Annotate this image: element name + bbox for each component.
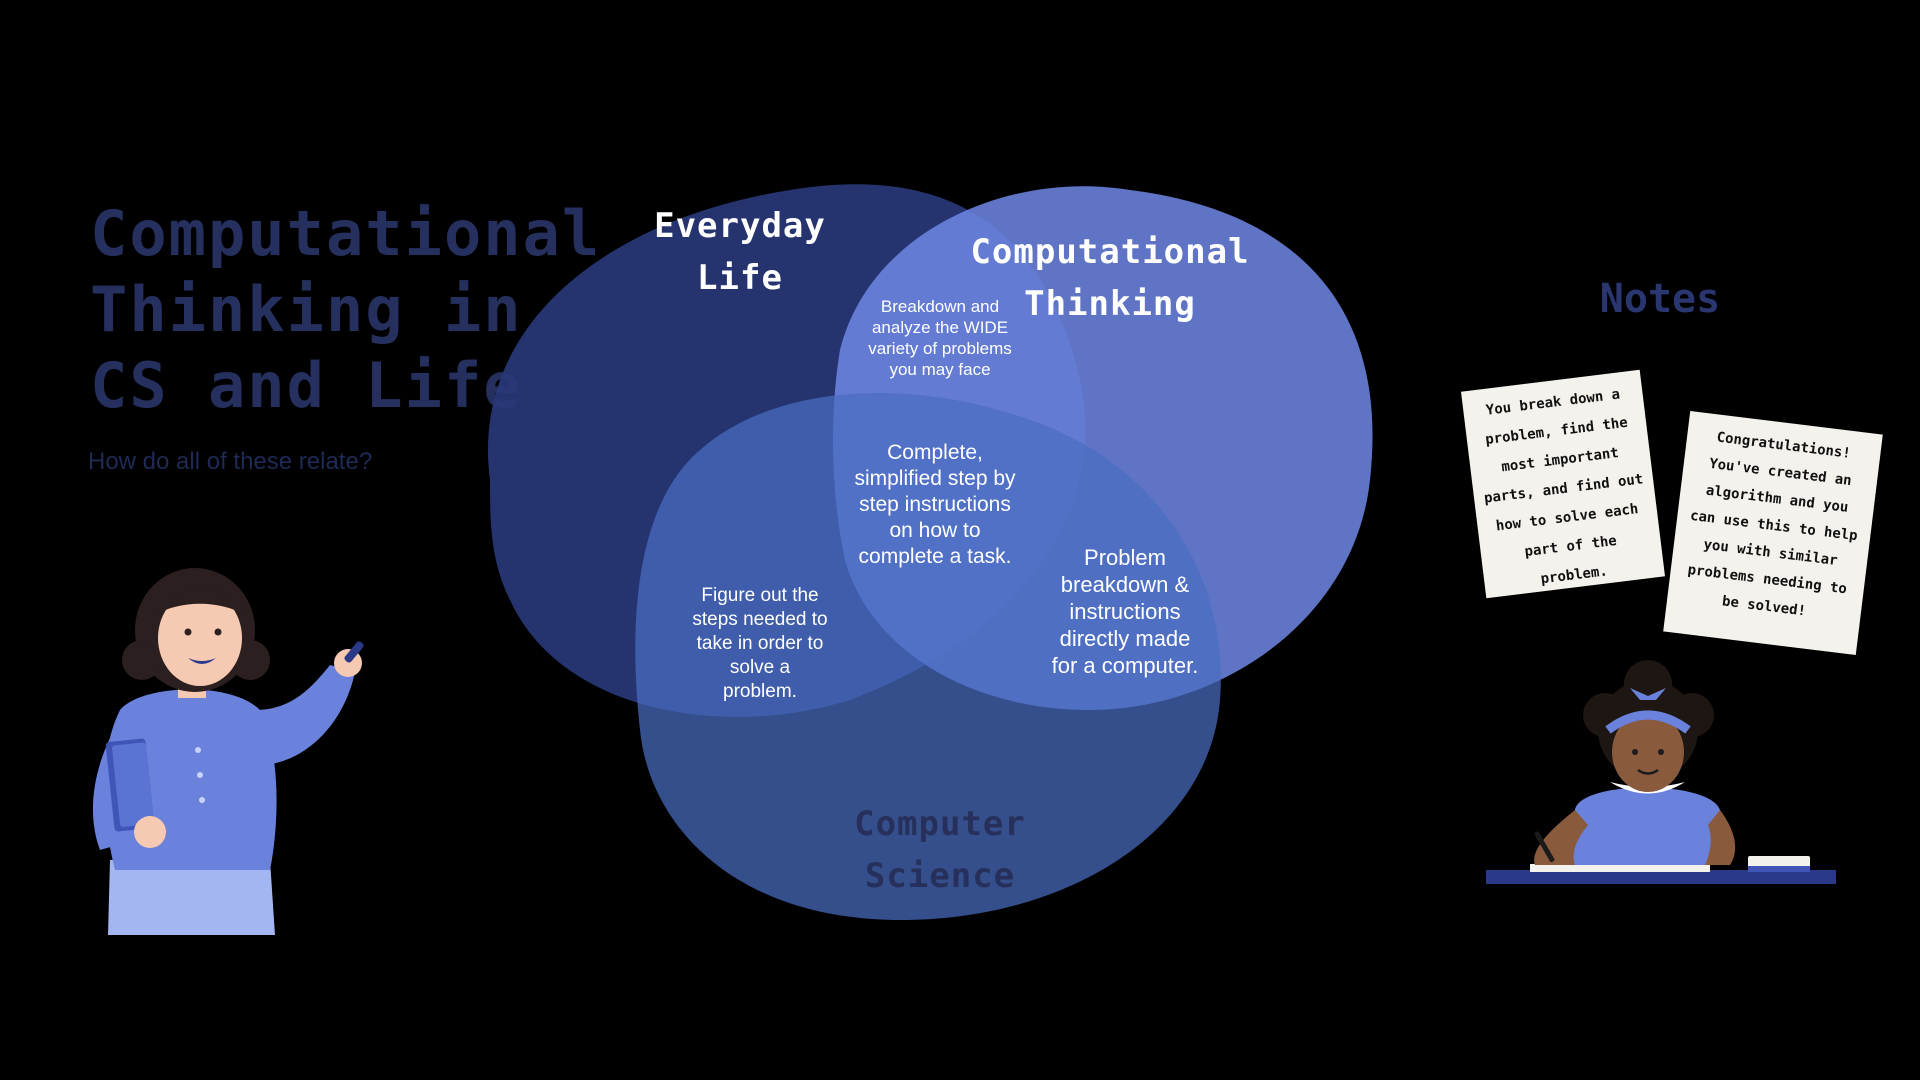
venn-diagram: Everyday Life Computational Thinking Com… xyxy=(470,170,1390,940)
computer-science-label: Computer Science xyxy=(854,804,1026,896)
computational-thinking-label: Computational Thinking xyxy=(970,232,1250,324)
venn-shapes xyxy=(487,184,1373,921)
slide-title: Computational Thinking in CS and Life xyxy=(90,197,602,422)
student-illustration xyxy=(1486,660,1836,884)
computer-science-circle xyxy=(635,392,1221,921)
region-ct-cs-text: Problem breakdown & instructions directl… xyxy=(1051,545,1199,678)
slide-subtitle: How do all of these relate? xyxy=(88,448,373,475)
region-everyday-cs-text: Figure out the steps needed to take in o… xyxy=(692,585,828,702)
region-everyday-ct-text: Breakdown and analyze the WIDE variety o… xyxy=(868,297,1012,379)
region-center-text: Complete, simplified step by step instru… xyxy=(854,441,1016,568)
notes-title: Notes xyxy=(1599,276,1721,322)
teacher-illustration xyxy=(92,568,364,935)
everyday-life-label: Everyday Life xyxy=(654,206,826,298)
note-card-2: Congratulations! You've created an algor… xyxy=(1663,411,1883,655)
note-card-1: You break down a problem, find the most … xyxy=(1460,369,1666,599)
